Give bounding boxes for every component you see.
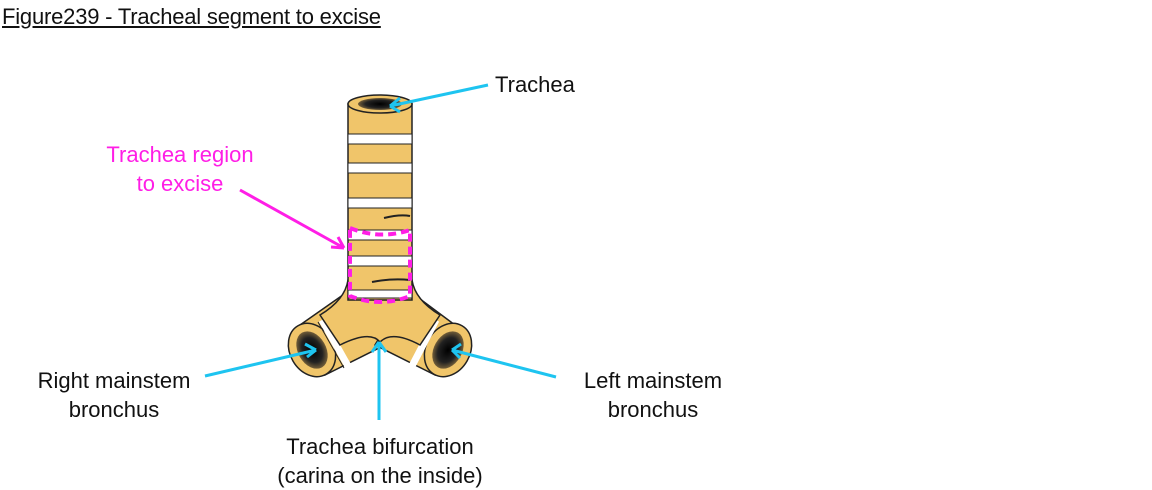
label-right-line2: bronchus	[68, 397, 160, 422]
label-trachea: Trachea	[495, 72, 575, 97]
label-right-line1: Right mainstem	[37, 368, 191, 393]
label-bifurcation-line1: Trachea bifurcation	[286, 434, 474, 459]
label-left-line1: Left mainstem	[583, 368, 723, 393]
label-excise: Trachea region to excise	[92, 140, 268, 198]
left-bronchus-arrow	[450, 342, 557, 379]
label-excise-line1: Trachea region	[106, 142, 254, 167]
excision-region-outline	[348, 225, 412, 304]
trachea-tube	[347, 94, 413, 301]
label-bifurcation: Trachea bifurcation (carina on the insid…	[256, 432, 504, 490]
label-excise-line2: to excise	[136, 171, 224, 196]
label-left-line2: bronchus	[607, 397, 699, 422]
label-right-bronchus: Right mainstem bronchus	[24, 366, 204, 424]
bifurcation-arrow	[370, 341, 388, 420]
label-bifurcation-line2: (carina on the inside)	[277, 463, 483, 488]
right-bronchus-arrow	[204, 342, 317, 378]
label-left-bronchus: Left mainstem bronchus	[568, 366, 738, 424]
figure-title: Figure239 - Tracheal segment to excise	[2, 4, 381, 29]
excise-arrow	[239, 188, 346, 250]
trachea-arrow	[389, 83, 489, 114]
